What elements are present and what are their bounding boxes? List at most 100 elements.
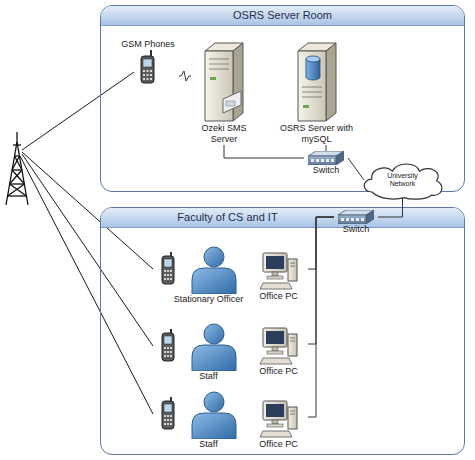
icon-part bbox=[167, 278, 169, 280]
icon-part bbox=[361, 218, 364, 221]
icon-part bbox=[143, 70, 152, 80]
icon-part bbox=[306, 56, 320, 62]
icon-part bbox=[290, 411, 295, 412]
icon-part bbox=[13, 144, 21, 145]
tower-links bbox=[20, 72, 153, 414]
node-label: OSRS Server Room bbox=[101, 6, 464, 25]
network-link bbox=[308, 217, 334, 417]
node-icon bbox=[249, 399, 308, 439]
icon-part bbox=[201, 41, 247, 123]
icon-part bbox=[164, 415, 172, 425]
node-label: University Network bbox=[374, 172, 432, 188]
node-label: Switch bbox=[304, 165, 348, 176]
icon-part bbox=[209, 59, 229, 60]
icon-part bbox=[147, 78, 149, 80]
icon-part bbox=[164, 270, 172, 280]
node-icon bbox=[154, 391, 263, 439]
icon-part bbox=[192, 268, 236, 294]
icon-part bbox=[326, 43, 336, 121]
icon-part bbox=[10, 170, 23, 184]
user-with-phone: Staff bbox=[154, 391, 263, 450]
icon-part bbox=[170, 419, 172, 421]
node-icon bbox=[117, 50, 179, 84]
icon-part bbox=[167, 419, 169, 421]
icon-part bbox=[162, 256, 174, 284]
icon-part bbox=[308, 156, 336, 165]
network-link bbox=[308, 217, 334, 269]
node-label: OSRS Server with mySQL bbox=[267, 123, 366, 145]
icon-part bbox=[288, 334, 297, 356]
icon-part bbox=[192, 413, 236, 439]
node-label: Switch bbox=[334, 224, 378, 235]
icon-part bbox=[143, 70, 145, 72]
icon-part bbox=[150, 78, 152, 80]
icon-part bbox=[164, 404, 172, 412]
icon-part bbox=[364, 164, 442, 199]
icon-part bbox=[259, 251, 299, 291]
icon-part bbox=[288, 259, 297, 281]
gsm-phone: GSM Phones bbox=[117, 39, 179, 84]
icon-part bbox=[170, 274, 172, 276]
icon-part bbox=[12, 170, 25, 184]
node-label: Office PC bbox=[249, 366, 308, 377]
node-icon bbox=[267, 41, 366, 123]
tower-body bbox=[6, 132, 28, 205]
icon-part bbox=[326, 159, 329, 162]
icon-part bbox=[164, 423, 166, 425]
icon-part bbox=[143, 59, 152, 67]
icon-part bbox=[8, 195, 27, 196]
node-label: Office PC bbox=[249, 291, 308, 302]
icon-part bbox=[170, 351, 172, 353]
icon-part bbox=[298, 51, 326, 121]
icon-part bbox=[263, 328, 287, 347]
icon-part bbox=[164, 278, 166, 280]
icon-part bbox=[209, 59, 229, 69]
icon-part bbox=[233, 43, 243, 121]
node-icon bbox=[191, 41, 257, 123]
icon-part bbox=[162, 401, 174, 429]
icon-part bbox=[159, 391, 259, 439]
network-link bbox=[378, 198, 403, 217]
user-with-phone: Staff bbox=[154, 323, 263, 382]
radio-link bbox=[22, 72, 134, 150]
icon-part bbox=[266, 331, 284, 344]
icon-part bbox=[138, 50, 158, 84]
icon-part bbox=[167, 351, 169, 353]
panel-header: Faculty of CS and IT bbox=[101, 208, 464, 228]
network-cloud: University Network bbox=[360, 160, 445, 200]
icon-part bbox=[209, 64, 229, 65]
icon-part bbox=[272, 272, 278, 276]
icon-part bbox=[356, 218, 359, 221]
icon-part bbox=[290, 414, 295, 415]
icon-part bbox=[288, 407, 297, 429]
icon-part bbox=[164, 351, 166, 353]
icon-part bbox=[164, 259, 172, 267]
icon-part bbox=[267, 351, 283, 354]
icon-part bbox=[259, 399, 299, 439]
icon-part bbox=[290, 263, 295, 264]
icon-part bbox=[209, 69, 229, 70]
network-link bbox=[348, 158, 364, 180]
icon-part bbox=[164, 355, 166, 357]
icon-part bbox=[147, 74, 149, 76]
icon-part bbox=[290, 338, 295, 339]
icon-part bbox=[260, 431, 292, 437]
icon-part bbox=[341, 218, 364, 221]
icon-part bbox=[290, 266, 295, 267]
icon-part bbox=[167, 274, 169, 276]
icon-part bbox=[162, 333, 174, 361]
network-link bbox=[179, 71, 191, 81]
node-icon bbox=[154, 323, 263, 371]
icon-part bbox=[302, 87, 322, 97]
icon-part bbox=[10, 183, 25, 184]
icon-part bbox=[159, 246, 259, 294]
network-switch: Switch bbox=[304, 151, 348, 176]
db-server: OSRS Server with mySQL bbox=[267, 41, 366, 145]
icon-part bbox=[204, 324, 224, 344]
icon-part bbox=[311, 159, 314, 162]
icon-part bbox=[170, 423, 172, 425]
icon-part bbox=[272, 420, 278, 424]
node-icon bbox=[334, 210, 378, 224]
icon-part bbox=[272, 347, 278, 351]
